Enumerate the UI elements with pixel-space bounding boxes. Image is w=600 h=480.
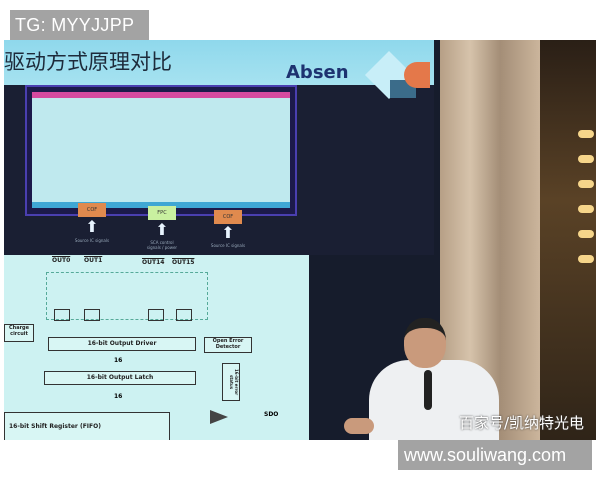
chip-cof-right: COF: [214, 210, 242, 224]
microphone: [424, 370, 432, 410]
shift-register-block: 16-bit Shift Register (FIFO): [4, 412, 170, 440]
slide-lower-diagram: OUT0 OUT1 OUT14 OUT15 Charge circuit 16-…: [4, 255, 309, 440]
panel-frame: [25, 85, 297, 216]
charge-circuit: Charge circuit: [4, 324, 34, 342]
lamp: [578, 255, 594, 263]
output-latch-block: 16-bit Output Latch: [44, 371, 196, 385]
decor-circle: [404, 62, 430, 88]
arrow-up-icon: ⬆: [85, 217, 99, 236]
sdo-label: SDO: [264, 411, 279, 418]
speaker-head: [404, 318, 446, 368]
url-tag: www.souliwang.com: [398, 440, 592, 470]
open-error-detector: Open Error Detector: [204, 337, 252, 353]
panel-display: [32, 92, 290, 208]
overlay-tag: TG: MYYJJPP: [10, 10, 149, 40]
arrow-up-icon: ⬆: [221, 223, 235, 242]
chip-caption: SCA control signals / power: [146, 240, 178, 250]
chip-cof-left: COF: [78, 203, 106, 217]
switch: [176, 309, 192, 321]
lamp: [578, 205, 594, 213]
switch: [84, 309, 100, 321]
slide-upper: 驱动方式原理对比 Absen COF FPC COF ⬆ ⬆ ⬆ Source …: [4, 40, 434, 255]
output-driver-block: 16-bit Output Driver: [48, 337, 196, 351]
bus-width-label: 16: [114, 393, 123, 400]
chip-fpc: FPC: [148, 206, 176, 220]
output-label: OUT14: [142, 259, 165, 266]
speaker-body: [369, 360, 499, 440]
chip-caption: Source IC signals: [210, 243, 246, 248]
chip-caption: Source IC signals: [74, 238, 110, 243]
lamp: [578, 155, 594, 163]
slide-title: 驱动方式原理对比: [4, 50, 172, 74]
error-status-block: 16-bit error status: [222, 363, 240, 401]
arrow-up-icon: ⬆: [155, 220, 169, 239]
photo: 驱动方式原理对比 Absen COF FPC COF ⬆ ⬆ ⬆ Source …: [4, 40, 596, 440]
lamp: [578, 130, 594, 138]
absen-logo: Absen: [286, 62, 349, 83]
switch: [54, 309, 70, 321]
lamp: [578, 230, 594, 238]
bus-width-label: 16: [114, 357, 123, 364]
output-label: OUT15: [172, 259, 195, 266]
speaker-hand: [344, 418, 374, 434]
lamp: [578, 180, 594, 188]
buffer-icon: [210, 410, 228, 424]
switch: [148, 309, 164, 321]
watermark: 百家号/凯纳特光电: [458, 414, 584, 432]
slide-header: 驱动方式原理对比 Absen: [4, 40, 434, 100]
chandelier-background: [540, 40, 596, 440]
driver-region: [46, 272, 208, 320]
output-label: OUT1: [84, 257, 103, 264]
output-label: OUT0: [52, 257, 71, 264]
